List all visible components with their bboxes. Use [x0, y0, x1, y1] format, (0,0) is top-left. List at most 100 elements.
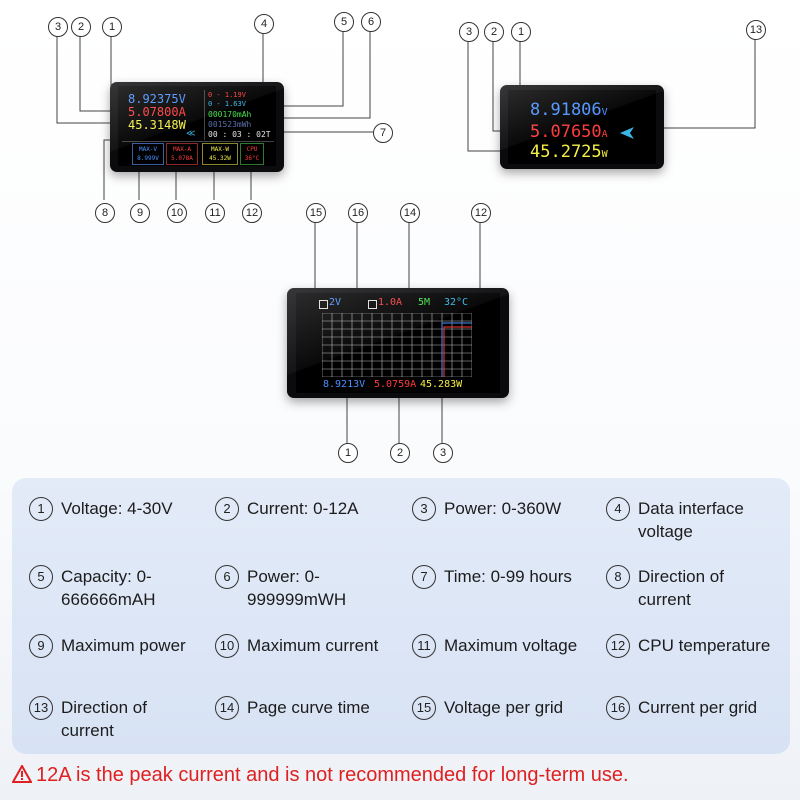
- callout-lines: [56, 28, 756, 443]
- legend-number: 2: [215, 497, 239, 521]
- large-current-unit: A: [601, 129, 608, 140]
- main-power-readout: 45.3148W: [128, 118, 186, 132]
- main-voltage-readout: 8.92375V: [128, 92, 186, 106]
- callout-d1-8: 8: [95, 203, 115, 223]
- legend-item-4: 4 Data interface voltage: [606, 497, 766, 543]
- cpu-temp-box: CPU 36°C: [240, 143, 264, 165]
- dp-voltage-readout: 0 - 1.19V: [208, 91, 246, 99]
- legend-text: Capacity: 0-666666mAH: [61, 567, 156, 609]
- large-voltage-value: 8.91806: [530, 100, 602, 120]
- callout-d3-16: 16: [348, 203, 368, 223]
- cpu-temp-label: CPU: [246, 146, 258, 153]
- callout-d1-10: 10: [167, 203, 187, 223]
- legend-item-14: 14 Page curve time: [215, 696, 405, 720]
- current-grid-checkbox-icon: [368, 300, 377, 309]
- callout-d1-6: 6: [361, 12, 381, 32]
- legend-item-7: 7 Time: 0-99 hours: [412, 565, 602, 589]
- max-power-box: MAX-W 45.32W: [202, 143, 238, 165]
- curve-power-readout: 45.283W: [420, 379, 463, 390]
- curve-current-readout: 5.0759A: [374, 379, 417, 390]
- legend-text: Direction of current: [61, 698, 147, 740]
- legend-number: 11: [412, 634, 436, 658]
- callout-d3-1: 1: [338, 443, 358, 463]
- max-current-box: MAX-A 5.078A: [166, 143, 198, 165]
- callout-d1-3: 3: [48, 17, 68, 37]
- large-current-value: 5.07650: [530, 122, 602, 142]
- legend-text: Voltage: 4-30V: [61, 499, 173, 518]
- legend-text: Direction of current: [638, 567, 724, 609]
- temperature-readout: 32°C: [444, 297, 469, 308]
- legend-number: 4: [606, 497, 630, 521]
- callout-d1-12: 12: [242, 203, 262, 223]
- legend-number: 5: [29, 565, 53, 589]
- legend-number: 9: [29, 634, 53, 658]
- legend-text: Page curve time: [247, 698, 370, 717]
- callout-d1-5: 5: [334, 12, 354, 32]
- legend-text: Maximum power: [61, 636, 186, 655]
- large-current-readout: 5.07650A: [530, 122, 608, 142]
- callout-d1-9: 9: [130, 203, 150, 223]
- callout-d2-2: 2: [484, 22, 504, 42]
- callout-d2-3: 3: [459, 22, 479, 42]
- elapsed-time-readout: 00 : 03 : 02T: [208, 130, 271, 139]
- legend-number: 10: [215, 634, 239, 658]
- max-power-label: MAX-W: [210, 146, 230, 153]
- legend-item-8: 8 Direction of current: [606, 565, 766, 611]
- legend-number: 7: [412, 565, 436, 589]
- max-current-value: 5.078A: [171, 155, 193, 162]
- legend-item-9: 9 Maximum power: [29, 634, 219, 658]
- callout-d3-14: 14: [400, 203, 420, 223]
- meter-device-large-digits: 8.91806V 5.07650A 45.2725W: [500, 85, 664, 169]
- current-direction-arrow-icon: [620, 127, 634, 139]
- current-per-grid: 1.0A: [378, 297, 403, 308]
- voltage-per-grid: 2V: [329, 297, 342, 308]
- legend-number: 13: [29, 696, 53, 720]
- legend-number: 15: [412, 696, 436, 720]
- legend-item-6: 6 Power: 0-999999mWH: [215, 565, 365, 611]
- curve-display: 2V 1.0A 5M 32°C 8.9213V 5.0759A 45.283W: [296, 293, 500, 393]
- legend-item-13: 13 Direction of current: [29, 696, 179, 742]
- meter-device-curve-screen: 2V 1.0A 5M 32°C 8.9213V 5.0759A 45.283W: [287, 288, 509, 398]
- current-direction-arrows: ≪: [186, 129, 196, 139]
- dm-voltage-readout: 0 - 1.63V: [208, 100, 246, 108]
- legend-text: Data interface voltage: [638, 499, 744, 541]
- legend-item-16: 16 Current per grid: [606, 696, 786, 720]
- legend-panel: 1 Voltage: 4-30V 2 Current: 0-12A 3 Powe…: [12, 478, 790, 754]
- legend-number: 14: [215, 696, 239, 720]
- legend-text: Current per grid: [638, 698, 758, 717]
- legend-number: 6: [215, 565, 239, 589]
- main-screen-display: 8.92375V 5.07800A 45.3148W ≪ 0 - 1.19V 0…: [118, 86, 276, 166]
- warning-triangle-icon: [11, 763, 33, 783]
- legend-item-3: 3 Power: 0-360W: [412, 497, 602, 521]
- curve-voltage-readout: 8.9213V: [323, 379, 366, 390]
- callout-d1-2: 2: [71, 17, 91, 37]
- max-voltage-value: 8.999V: [137, 155, 159, 162]
- max-power-value: 45.32W: [209, 155, 231, 162]
- capacity-readout: 000170mAh: [208, 110, 252, 119]
- legend-number: 16: [606, 696, 630, 720]
- callout-d3-12: 12: [471, 203, 491, 223]
- large-digits-display: 8.91806V 5.07650A 45.2725W: [508, 90, 656, 164]
- legend-number: 8: [606, 565, 630, 589]
- page-curve-time: 5M: [418, 297, 431, 308]
- peak-current-warning: 12A is the peak current and is not recom…: [11, 763, 629, 787]
- max-current-label: MAX-A: [172, 146, 192, 153]
- meter-device-main-screen: 8.92375V 5.07800A 45.3148W ≪ 0 - 1.19V 0…: [110, 82, 284, 172]
- max-voltage-box: MAX-V 8.999V: [132, 143, 164, 165]
- legend-number: 12: [606, 634, 630, 658]
- callout-d1-1: 1: [102, 17, 122, 37]
- callout-d2-13: 13: [746, 20, 766, 40]
- legend-text: Maximum voltage: [444, 636, 578, 655]
- large-power-unit: W: [601, 149, 608, 160]
- legend-number: 3: [412, 497, 436, 521]
- voltage-grid-checkbox-icon: [319, 300, 328, 309]
- callout-d3-15: 15: [306, 203, 326, 223]
- callout-d1-4: 4: [254, 14, 274, 34]
- large-power-value: 45.2725: [530, 142, 602, 162]
- energy-readout: 001523mWh: [208, 120, 252, 129]
- callout-d2-1: 1: [511, 22, 531, 42]
- large-power-readout: 45.2725W: [530, 142, 608, 162]
- legend-item-1: 1 Voltage: 4-30V: [29, 497, 219, 521]
- legend-text: Voltage per grid: [444, 698, 564, 717]
- legend-number: 1: [29, 497, 53, 521]
